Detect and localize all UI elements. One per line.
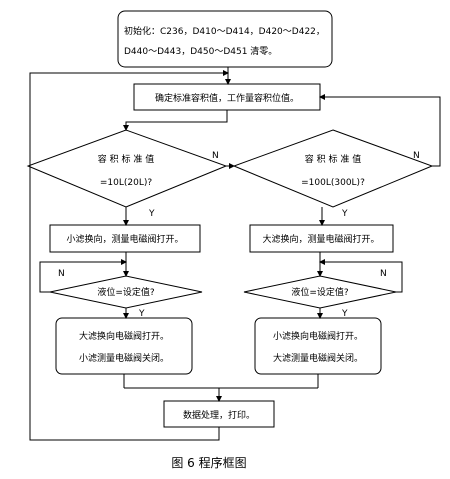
left-level-no-label: N [58, 269, 65, 279]
left-decision-yes-label: Y [148, 209, 155, 219]
left-decision-line2: =10L(20L)? [100, 178, 152, 188]
left-decision-line1: 容 积 标 准 值 [98, 153, 154, 165]
right-open-text: 大滤换向，测量电磁阀打开。 [262, 233, 379, 245]
left-action-box [55, 317, 193, 375]
right-decision-no-label: N [413, 151, 420, 161]
figure-caption: 图 6 程序框图 [171, 455, 246, 470]
left-action-line2: 小滤测量电磁阀关闭。 [79, 352, 169, 364]
left-level-text: 液位=设定值? [97, 286, 155, 298]
process-text: 数据处理，打印。 [183, 409, 255, 421]
right-level-no-label: N [380, 269, 387, 279]
init-text-line1: 初始化：C236，D410～D414，D420～D422， [124, 25, 325, 37]
init-text-line2: D440～D443，D450～D451 清零。 [124, 45, 277, 57]
left-action-line1: 大滤换向电磁阀打开。 [79, 330, 169, 342]
right-action-line1: 小滤换向电磁阀打开。 [273, 330, 363, 342]
left-level-yes-label: Y [138, 309, 145, 319]
left-decision-diamond [26, 129, 228, 208]
right-decision-yes-label: Y [341, 209, 348, 219]
left-open-text: 小滤换向，测量电磁阀打开。 [66, 233, 183, 245]
right-decision-diamond [232, 129, 434, 208]
right-action-line2: 大滤测量电磁阀关闭。 [273, 352, 363, 364]
right-level-yes-label: Y [341, 309, 348, 319]
right-action-box [254, 317, 382, 375]
right-decision-line1: 容 积 标 准 值 [305, 153, 361, 165]
right-level-text: 液位=设定值? [291, 286, 349, 298]
left-decision-no-label: N [212, 151, 219, 161]
right-decision-line2: =100L(300L)? [301, 178, 365, 188]
setup-text: 确定标准容积值，工作量容积位值。 [155, 92, 299, 104]
init-box [117, 10, 333, 68]
